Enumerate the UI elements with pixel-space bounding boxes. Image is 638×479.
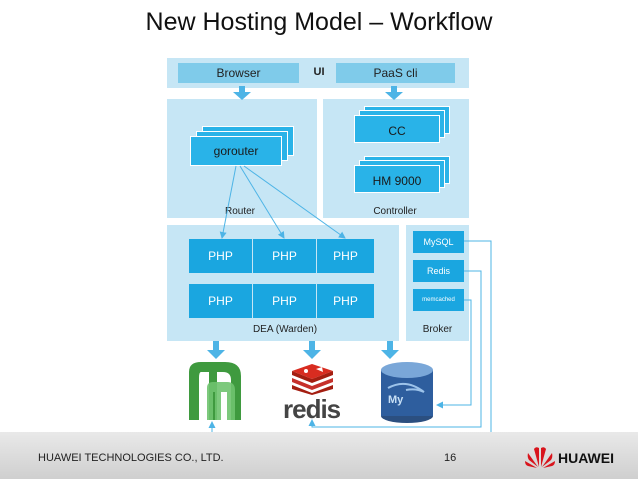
hm-label: HM 9000 bbox=[372, 174, 422, 188]
footer-page-number: 16 bbox=[444, 452, 457, 464]
hm-stack bbox=[352, 156, 457, 198]
footer-brand: HUAWEI bbox=[558, 450, 614, 466]
gorouter-label: gorouter bbox=[213, 144, 259, 158]
paas-cli-box: PaaS cli bbox=[336, 63, 455, 83]
footer-company: HUAWEI TECHNOLOGIES CO., LTD. bbox=[38, 452, 224, 464]
block-arrow-browser bbox=[233, 86, 251, 100]
broker-memcached: memcached bbox=[413, 289, 464, 311]
route-line bbox=[219, 165, 237, 239]
mysql-wordmark: My bbox=[388, 394, 404, 406]
php-cell: PHP bbox=[189, 239, 252, 273]
gorouter-stack bbox=[188, 126, 298, 171]
huawei-logo-icon bbox=[525, 447, 555, 468]
php-cell: PHP bbox=[253, 284, 316, 318]
controller-label: Controller bbox=[373, 206, 417, 217]
broker-label: Broker bbox=[422, 324, 453, 335]
php-cell: PHP bbox=[253, 239, 316, 273]
redis-logo-icon bbox=[292, 364, 333, 395]
slide-title: New Hosting Model – Workflow bbox=[145, 8, 493, 36]
fm-logo-icon bbox=[189, 362, 241, 420]
php-cell: PHP bbox=[317, 239, 374, 273]
php-cell: PHP bbox=[317, 284, 374, 318]
browser-box: Browser bbox=[178, 63, 299, 83]
cc-label: CC bbox=[388, 124, 406, 138]
block-arrow-dea-2 bbox=[303, 341, 321, 359]
connector-mysql bbox=[208, 240, 492, 438]
block-arrow-paas bbox=[385, 86, 403, 100]
block-arrow-dea-1 bbox=[207, 341, 225, 359]
route-line bbox=[243, 165, 346, 239]
footer-bar bbox=[0, 432, 638, 479]
mysql-logo-icon bbox=[381, 362, 433, 423]
route-line bbox=[239, 165, 285, 239]
broker-mysql: MySQL bbox=[413, 231, 464, 253]
ui-label: UI bbox=[313, 66, 325, 78]
connector-memcached bbox=[436, 299, 472, 409]
php-cell: PHP bbox=[189, 284, 252, 318]
dea-label: DEA (Warden) bbox=[252, 324, 318, 335]
broker-redis: Redis bbox=[413, 260, 464, 282]
router-label: Router bbox=[224, 206, 255, 217]
redis-wordmark: redis bbox=[283, 394, 341, 424]
block-arrow-dea-3 bbox=[381, 341, 399, 359]
connector-redis bbox=[308, 270, 482, 428]
cc-stack bbox=[352, 106, 457, 148]
